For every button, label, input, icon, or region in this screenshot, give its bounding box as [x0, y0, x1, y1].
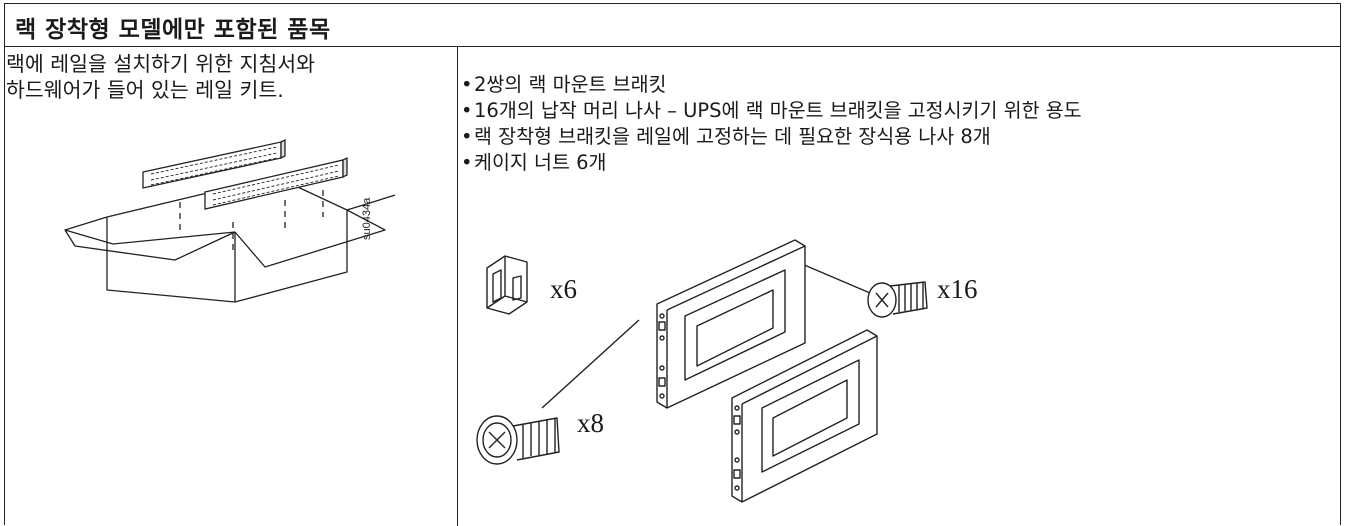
- flat-head-screw-icon: [867, 281, 928, 318]
- cage-nut-quantity: x6: [550, 274, 577, 304]
- leader-line-bottom: [541, 319, 640, 409]
- section-title: 랙 장착형 모델에만 포함된 품목: [15, 16, 331, 43]
- included-items-list: •2쌍의 랙 마운트 브래킷 •16개의 납작 머리 나사 – UPS에 랙 마…: [461, 72, 1331, 176]
- rack-bracket-upper: [656, 239, 806, 409]
- leader-line-top: [801, 263, 871, 294]
- kit-table: 랙 장착형 모델에만 포함된 품목: [4, 3, 1341, 526]
- rack-bracket-lower: [731, 329, 878, 503]
- decorative-screw-icon: [476, 415, 560, 465]
- item-text: 케이지 너트 6개: [474, 151, 607, 174]
- decorative-screw-quantity: x8: [577, 408, 604, 438]
- rail-kit-box-illustration: [64, 138, 395, 303]
- drop-line: [179, 190, 324, 252]
- box-flap-right: [234, 209, 386, 268]
- flat-screw-quantity: x16: [937, 274, 978, 304]
- figure-code: su0434a: [361, 197, 373, 240]
- item-text: 16개의 납작 머리 나사 – UPS에 랙 마운트 브래킷을 고정시키기 위한…: [474, 99, 1082, 122]
- cage-nut-icon: [486, 255, 528, 315]
- table-header: 랙 장착형 모델에만 포함된 품목: [5, 4, 1340, 47]
- column-divider: [457, 47, 458, 526]
- box-body: [106, 210, 348, 303]
- list-item: •16개의 납작 머리 나사 – UPS에 랙 마운트 브래킷을 고정시키기 위…: [461, 98, 1331, 124]
- box-flap-front: [64, 229, 236, 261]
- list-item: •랙 장착형 브래킷을 레일에 고정하는 데 필요한 장식용 나사 8개: [461, 124, 1331, 150]
- description-line: 랙에 레일을 설치하기 위한 지침서와: [6, 52, 315, 76]
- item-text: 2쌍의 랙 마운트 브래킷: [474, 73, 667, 96]
- list-item: •케이지 너트 6개: [461, 150, 1331, 176]
- list-item: •2쌍의 랙 마운트 브래킷: [461, 72, 1331, 98]
- description-line: 하드웨어가 들어 있는 레일 키트.: [6, 78, 284, 102]
- bullet: •: [461, 125, 473, 148]
- bullet: •: [461, 99, 473, 122]
- hardware-illustration: [476, 239, 928, 503]
- rail-kit-description: 랙에 레일을 설치하기 위한 지침서와 하드웨어가 들어 있는 레일 키트.: [6, 51, 446, 103]
- item-text: 랙 장착형 브래킷을 레일에 고정하는 데 필요한 장식용 나사 8개: [474, 125, 991, 148]
- bullet: •: [461, 151, 473, 174]
- bullet: •: [461, 73, 473, 96]
- box-flap-left: [64, 216, 236, 245]
